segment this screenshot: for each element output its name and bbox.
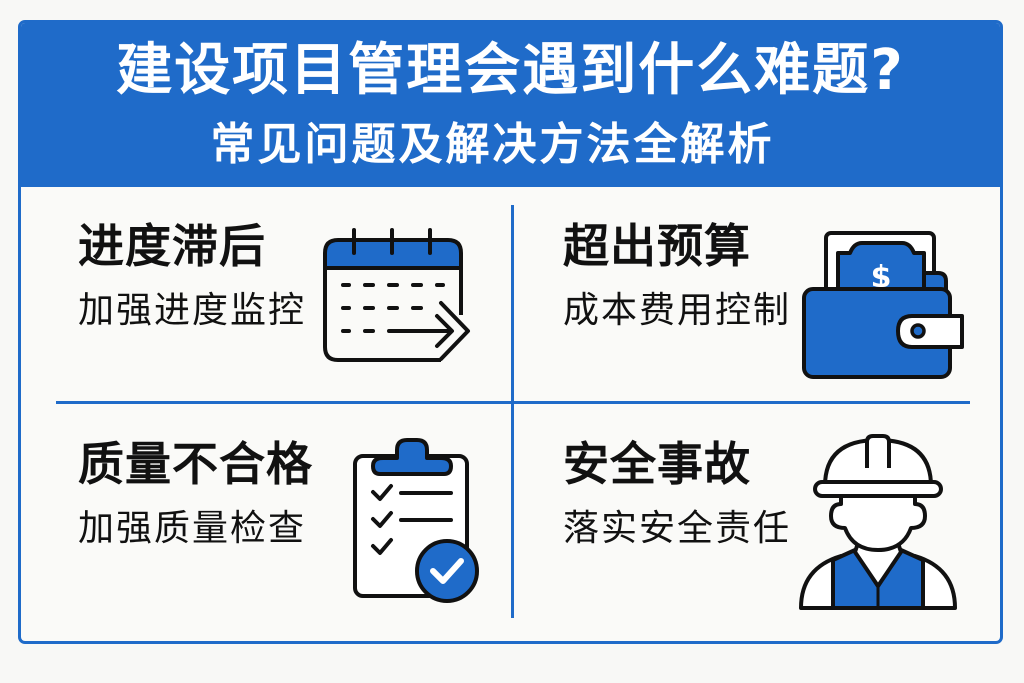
section-solution: 加强进度监控 bbox=[78, 290, 307, 331]
infographic-frame: 建设项目管理会遇到什么难题? 常见问题及解决方法全解析 进度滞后 加强进度监控 bbox=[18, 20, 1003, 644]
section-heading: 质量不合格 bbox=[78, 437, 313, 491]
clipboard-check-icon bbox=[353, 438, 479, 603]
page-title: 建设项目管理会遇到什么难题? bbox=[116, 38, 905, 103]
page-subtitle: 常见问题及解决方法全解析 bbox=[210, 119, 775, 170]
section-solution: 落实安全责任 bbox=[563, 508, 792, 549]
vertical-divider bbox=[511, 205, 514, 618]
section-solution: 成本费用控制 bbox=[563, 290, 792, 331]
section-solution: 加强质量检查 bbox=[78, 508, 307, 549]
svg-text:$: $ bbox=[871, 260, 892, 295]
hardhat-worker-icon bbox=[799, 434, 957, 610]
section-heading: 超出预算 bbox=[563, 219, 751, 273]
section-heading: 安全事故 bbox=[563, 437, 751, 491]
section-heading: 进度滞后 bbox=[78, 219, 266, 273]
wallet-money-icon: $ bbox=[802, 231, 964, 379]
header-banner: 建设项目管理会遇到什么难题? 常见问题及解决方法全解析 bbox=[21, 23, 1000, 187]
calendar-arrow-icon bbox=[323, 228, 470, 362]
